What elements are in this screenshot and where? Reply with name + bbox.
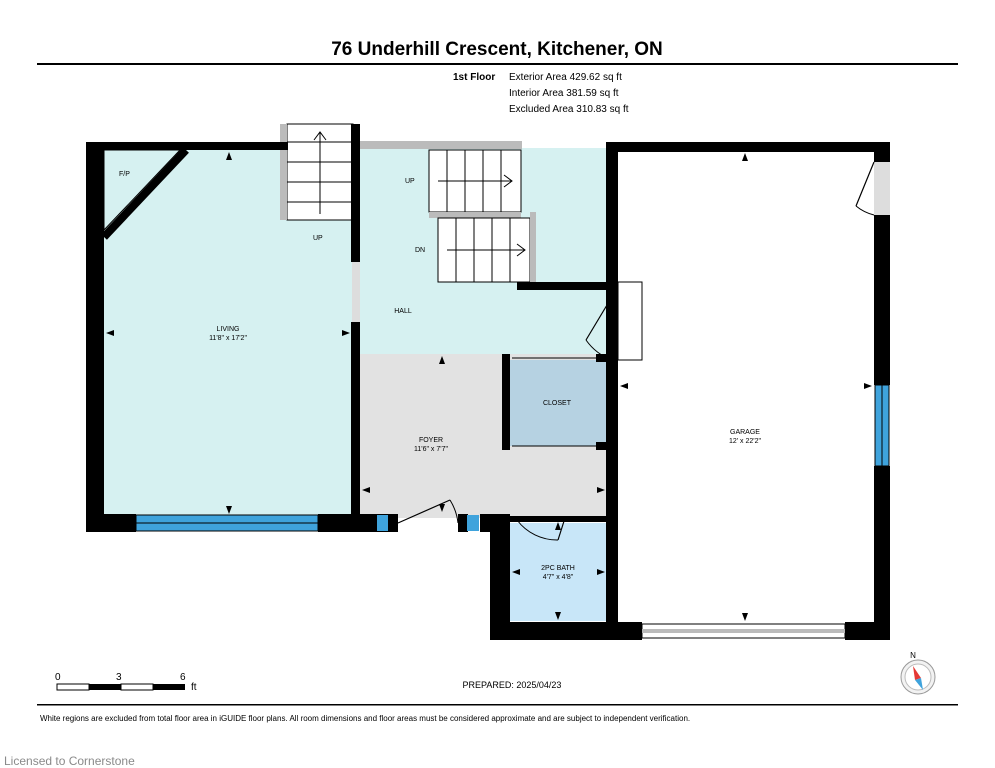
- living-room-dims: 11'8" x 17'2": [209, 335, 247, 342]
- scale-tick-3: 3: [116, 672, 122, 683]
- interior-area: Interior Area 381.59 sq ft: [509, 88, 619, 99]
- fireplace-label: F/P: [119, 171, 130, 178]
- scale-tick-0: 0: [55, 672, 61, 683]
- garage-name: GARAGE: [730, 429, 760, 436]
- hall-stair-up-label: UP: [405, 178, 415, 185]
- watermark: Licensed to Cornerstone: [4, 754, 135, 768]
- compass-icon: N: [900, 651, 936, 695]
- closet-floor: [509, 360, 606, 446]
- foyer-dims: 11'6" x 7'7": [414, 446, 448, 453]
- page-title: 76 Underhill Crescent, Kitchener, ON: [331, 39, 663, 60]
- garage-dims: 12' x 22'2": [729, 438, 762, 445]
- scale-unit: ft: [191, 682, 197, 693]
- dimension-markers: [106, 152, 872, 621]
- living-stair: [280, 123, 354, 221]
- closet-doors: [512, 357, 596, 447]
- excluded-area: Excluded Area 310.83 sq ft: [509, 104, 629, 115]
- hall-name: HALL: [394, 308, 412, 315]
- foyer-window-right: [467, 515, 479, 531]
- fireplace-hearth-wall: [101, 147, 189, 240]
- disclaimer: White regions are excluded from total fl…: [40, 714, 690, 723]
- living-hall-opening: [352, 262, 360, 322]
- living-stair-label: UP: [313, 235, 323, 242]
- bath-dims: 4'7" x 4'8": [543, 574, 574, 581]
- front-door: [397, 499, 459, 524]
- garage-side-door: [855, 161, 875, 216]
- living-room-name: LIVING: [217, 326, 240, 333]
- scale-bar: 0 3 6 ft: [55, 672, 197, 693]
- foyer-name: FOYER: [419, 437, 443, 444]
- footer-rule: [37, 704, 958, 706]
- hall-stair-up: [360, 141, 522, 218]
- foyer-window-left: [377, 515, 388, 531]
- closet-name: CLOSET: [543, 400, 572, 407]
- garage-entry-door: [585, 281, 643, 361]
- floor-label: 1st Floor: [453, 72, 495, 83]
- scale-tick-6: 6: [180, 672, 186, 683]
- hall-stair-down: [437, 212, 536, 283]
- prepared-date: PREPARED: 2025/04/23: [463, 680, 562, 690]
- bath-door: [516, 517, 566, 541]
- garage-floor: [618, 152, 874, 622]
- exterior-area: Exterior Area 429.62 sq ft: [509, 72, 622, 83]
- walls: [86, 124, 890, 640]
- title-rule: [37, 63, 958, 65]
- garage-side-door-frame: [874, 162, 890, 215]
- hall-stair-down-label: DN: [415, 247, 425, 254]
- compass-north-label: N: [910, 651, 916, 660]
- bath-name: 2PC BATH: [541, 565, 575, 572]
